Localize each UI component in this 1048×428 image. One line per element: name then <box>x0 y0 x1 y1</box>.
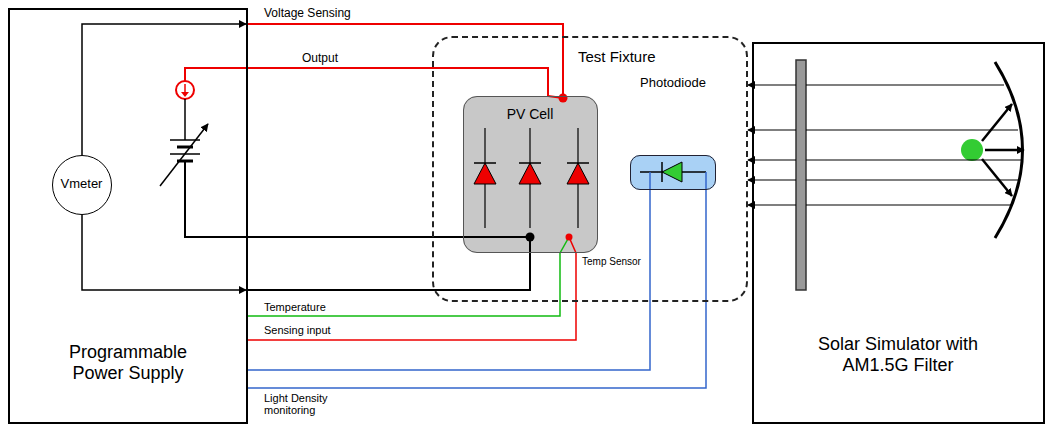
node-text: Solar Simulator with AM1.5G Filter <box>798 334 998 375</box>
signal-wire <box>248 190 706 388</box>
meter-wire <box>82 24 246 155</box>
light-arrow <box>748 204 796 205</box>
light-arrow <box>748 84 796 85</box>
photodiode-lead <box>649 172 651 190</box>
light-beam <box>806 85 1022 205</box>
output-wire <box>185 68 248 81</box>
signal-wire <box>248 190 650 370</box>
wire-label: Temperature <box>262 301 328 313</box>
signal-wire <box>248 253 576 340</box>
wire-label: Light Density monitoring <box>262 392 350 416</box>
node-text: Programmable Power Supply <box>58 342 198 383</box>
lamp-ray <box>985 149 1024 152</box>
pv-cell-fill <box>463 96 598 253</box>
signal-wire <box>248 24 563 96</box>
signal-wire <box>248 236 463 238</box>
light-arrow <box>748 179 796 180</box>
signal-wire <box>248 253 560 316</box>
light-arrow <box>748 129 796 130</box>
photodiode-symbol <box>662 162 682 182</box>
wire-label: Voltage Sensing <box>262 7 353 20</box>
power-supply-box: Programmable Power Supply Vmeter <box>8 8 248 424</box>
photodiode-lead <box>705 172 707 190</box>
lamp-ray <box>982 159 1012 196</box>
wire-label: Sensing input <box>262 324 333 336</box>
voltmeter-circle: Vmeter <box>52 155 112 215</box>
signal-wire <box>248 253 530 290</box>
negative-terminal <box>526 233 535 242</box>
current-source-symbol <box>176 81 194 99</box>
node-text: Vmeter <box>53 177 110 192</box>
node-text: Test Fixture <box>578 48 708 65</box>
battery-wire <box>185 161 248 237</box>
photodiode-fill <box>630 155 716 190</box>
lamp <box>961 139 983 161</box>
terminal-stub <box>463 236 530 238</box>
temp-sensor-dot <box>566 234 573 241</box>
lamp-ray <box>982 104 1012 141</box>
node-text: Photodiode <box>619 76 727 91</box>
photodiode-box: Photodiode <box>630 155 716 190</box>
am-filter <box>796 60 806 290</box>
current-source-arrow <box>181 92 189 97</box>
photodiode-symbol <box>661 162 663 182</box>
solar-simulator-box: Solar Simulator with AM1.5G Filter <box>752 42 1045 424</box>
diode-symbols <box>474 128 589 228</box>
meter-wire <box>82 215 246 290</box>
signal-wire <box>248 68 548 96</box>
pv-cell-box: PV Cell <box>463 96 598 253</box>
light-arrow <box>748 159 796 160</box>
node-text: PV Cell <box>464 106 596 122</box>
wire-label: Output <box>300 52 340 65</box>
battery-wire <box>184 99 186 140</box>
sensor-label: Temp Sensor <box>580 256 643 267</box>
